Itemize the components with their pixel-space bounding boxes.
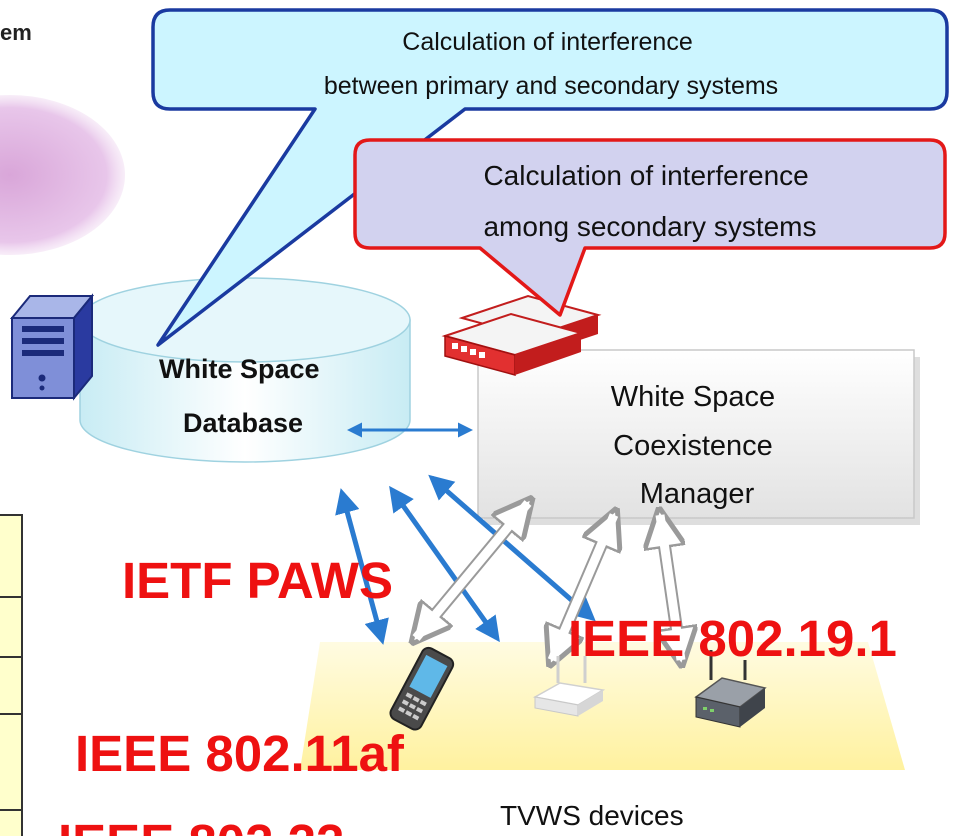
paws-link-phone [335,488,389,645]
access-point-icon [532,656,606,717]
tvws-devices-label: TVWS devices [500,800,684,831]
protocol-label-ieee-802-19-1: IEEE 802.19.1 [568,610,897,667]
router-icon [441,294,602,376]
protocol-label-ieee-802-11af: IEEE 802.11af [75,725,405,782]
database-label-line1: White Space [159,354,320,384]
database-label-line2: Database [183,408,303,438]
callout-primary-line1: Calculation of interference [402,28,692,56]
server-icon [9,293,95,401]
standards-table-fragment [0,514,23,836]
manager-label-line1: White Space [611,381,775,413]
manager-label-line3: Manager [640,478,755,510]
router-device-icon [694,650,767,728]
primary-system-label-fragment: em [0,20,32,45]
manager-label-line2: Coexistence [613,430,773,462]
database-label: White Space Database [159,354,327,438]
protocol-label-paws: IETF PAWS [122,552,393,609]
protocol-label-ieee-802-22: IEEE 802.22 [58,814,344,836]
callout-primary-line2: between primary and secondary systems [324,72,778,100]
callout-secondary-secondary [353,138,947,317]
coexistence-manager-box [477,349,920,525]
callout-primary-text: Calculation of interference between prim… [324,28,778,100]
white-space-database [79,277,411,463]
callout-secondary-line1: Calculation of interference [483,160,808,191]
callout-primary-secondary [151,8,949,347]
callout-secondary-line2: among secondary systems [483,211,816,242]
device-floor [300,642,905,770]
callout-secondary-text: Calculation of interference among second… [483,160,816,242]
primary-system-cloud [0,95,125,255]
coexistence-manager-label: White Space Coexistence Manager [611,381,783,510]
phone-icon [389,646,455,731]
coexistence-links [416,503,681,660]
